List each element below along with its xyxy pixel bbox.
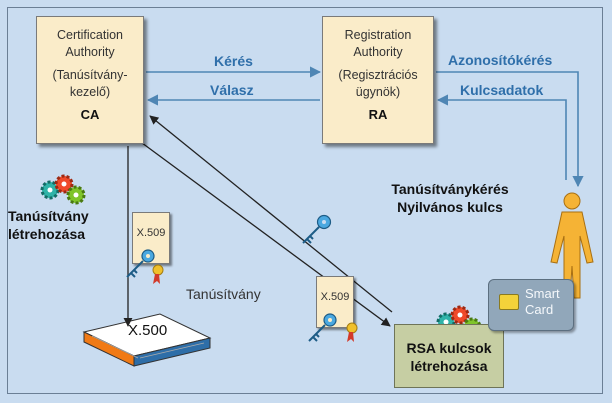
key-data-label: Kulcsadatok: [460, 82, 544, 98]
request-label: Kérés: [214, 53, 253, 69]
ca-subtitle-line1: (Tanúsítvány-: [52, 68, 128, 82]
response-label: Válasz: [210, 82, 254, 98]
smart-card-line1: Smart: [525, 286, 560, 301]
ca-abbreviation: CA: [80, 107, 100, 122]
x500-label: X.500: [128, 322, 168, 339]
ca-title-line2: Authority: [65, 45, 115, 59]
rsa-line2: létrehozása: [410, 358, 488, 374]
ca-subtitle-line2: kezelő): [69, 85, 111, 99]
smart-card-label: Smart Card: [525, 286, 560, 318]
smart-card[interactable]: Smart Card: [488, 279, 574, 331]
smart-card-line2: Card: [525, 302, 554, 317]
ra-title-line1: Registration: [344, 28, 412, 42]
diagram-frame: [7, 7, 603, 394]
cert-request-label: Tanúsítványkérés Nyilvános kulcs: [380, 180, 520, 216]
rsa-key-generation-box[interactable]: RSA kulcsok létrehozása: [394, 324, 504, 388]
cert-creation-line1: Tanúsítvány: [8, 208, 89, 224]
certificate-label: Tanúsítvány: [186, 286, 261, 302]
cert-creation-line2: létrehozása: [8, 226, 86, 242]
key-seal-icon: [308, 313, 358, 342]
key-data-arrow: [436, 94, 567, 180]
id-request-arrow: [436, 71, 584, 188]
certification-authority-box[interactable]: Certification Authority (Tanúsítvány- ke…: [36, 16, 144, 144]
ca-title-line1: Certification: [57, 28, 123, 42]
cert-request-line1: Tanúsítványkérés: [391, 181, 509, 197]
ra-title-line2: Authority: [353, 45, 403, 59]
id-request-label: Azonosítókérés: [448, 52, 553, 68]
ra-subtitle-line2: ügynök): [355, 85, 401, 99]
user-person-icon: [550, 192, 594, 299]
ra-abbreviation: RA: [368, 107, 388, 122]
cert-creation-label: Tanúsítvány létrehozása: [8, 207, 106, 243]
rsa-to-ca-arrow: [149, 115, 393, 313]
public-key-icon: [302, 214, 332, 244]
smart-card-chip-icon: [499, 294, 519, 310]
x509-label: X.509: [136, 227, 166, 239]
key-seal-icon: [126, 249, 164, 284]
x509-label: X.509: [320, 291, 350, 303]
registration-authority-box[interactable]: Registration Authority (Regisztrációs üg…: [322, 16, 434, 144]
gears-icon: [40, 174, 86, 205]
ra-subtitle-line1: (Regisztrációs: [338, 68, 418, 82]
cert-request-line2: Nyilvános kulcs: [397, 199, 503, 215]
rsa-line1: RSA kulcsok: [406, 340, 492, 356]
x500-book-icon: [82, 313, 212, 367]
